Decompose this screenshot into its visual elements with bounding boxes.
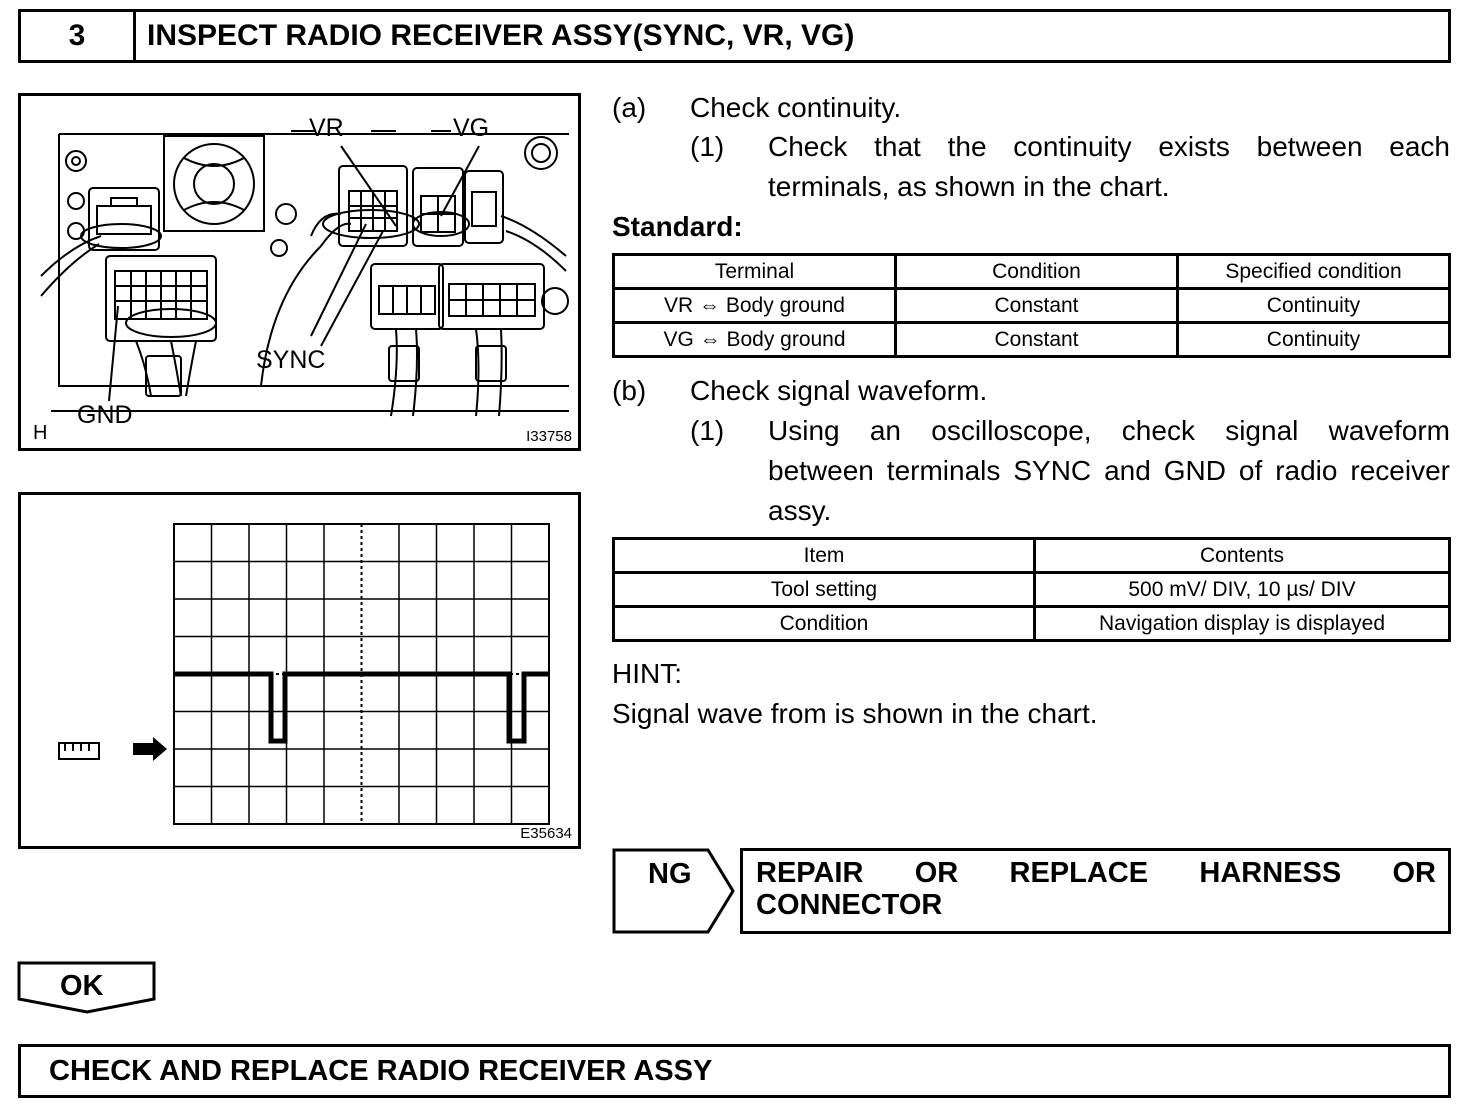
hint-label: HINT: — [612, 658, 682, 689]
connector-figure: VR VG SYNC GND H I33758 — [18, 93, 581, 451]
table-header: Contents — [1033, 537, 1451, 574]
label-gnd: GND — [77, 401, 133, 429]
label-vg: VG — [453, 114, 490, 142]
final-step-box: CHECK AND REPLACE RADIO RECEIVER ASSY — [18, 1044, 1451, 1098]
hint-text: Signal wave from is shown in the chart. — [612, 698, 1098, 729]
step-title: INSPECT RADIO RECEIVER ASSY(SYNC, VR, VG… — [147, 19, 855, 52]
waveform-figure: E35634 — [18, 492, 581, 849]
step-a1-marker: (1) — [690, 131, 725, 162]
step-a-marker: (a) — [612, 92, 647, 123]
table-row: VG ⇔ Body ground Constant Continuity — [612, 321, 1451, 358]
oscilloscope-screen — [58, 523, 550, 825]
table-cell: Condition — [612, 605, 1036, 642]
table-row: VR ⇔ Body ground Constant Continuity — [612, 287, 1451, 324]
ng-action-line2: CONNECTOR — [756, 889, 943, 921]
continuity-table: Terminal Condition Specified condition V… — [612, 253, 1451, 358]
ok-label: OK — [60, 970, 104, 1002]
table-row: Condition Navigation display is displaye… — [612, 605, 1451, 642]
label-sync: SYNC — [256, 346, 326, 374]
table-header: Condition — [894, 253, 1179, 290]
step-number: 3 — [21, 12, 136, 60]
probe-icon — [58, 742, 100, 760]
step-b-marker: (b) — [612, 375, 647, 406]
waveform-table: Item Contents Tool setting 500 mV/ DIV, … — [612, 537, 1451, 642]
radio-receiver-illustration — [40, 130, 569, 417]
table-cell: Constant — [894, 287, 1179, 324]
label-corner: H — [33, 422, 48, 444]
table-cell: Constant — [894, 321, 1179, 358]
waveform-trace — [174, 671, 549, 744]
table-cell: Tool setting — [612, 571, 1036, 608]
ok-arrow-shape — [17, 961, 156, 1014]
table-header: Specified condition — [1176, 253, 1451, 290]
standard-label: Standard: — [612, 211, 743, 242]
label-vr: VR — [309, 114, 344, 142]
table-cell: VG ⇔ Body ground — [612, 321, 897, 358]
table-cell: VR ⇔ Body ground — [612, 287, 897, 324]
table-header-row: Item Contents — [612, 537, 1451, 574]
table-cell: Continuity — [1176, 321, 1451, 358]
table-row: Tool setting 500 mV/ DIV, 10 µs/ DIV — [612, 571, 1451, 608]
figure-code: I33758 — [526, 428, 572, 445]
table-cell: Continuity — [1176, 287, 1451, 324]
table-header-row: Terminal Condition Specified condition — [612, 253, 1451, 290]
table-header: Terminal — [612, 253, 897, 290]
ng-action-box: REPAIR OR REPLACE HARNESS OR CONNECTOR — [740, 848, 1451, 934]
step-b1-text: Using an oscilloscope, check signal wave… — [768, 415, 1450, 526]
table-header: Item — [612, 537, 1036, 574]
ng-action-line1: REPAIR OR REPLACE HARNESS OR — [756, 857, 1436, 889]
step-b1-marker: (1) — [690, 415, 725, 446]
step-header: 3 INSPECT RADIO RECEIVER ASSY(SYNC, VR, … — [18, 9, 1451, 63]
ng-label: NG — [648, 858, 692, 890]
table-cell: 500 mV/ DIV, 10 µs/ DIV — [1033, 571, 1451, 608]
final-step-text: CHECK AND REPLACE RADIO RECEIVER ASSY — [49, 1055, 713, 1087]
arrow-right-icon — [133, 737, 167, 761]
table-cell: Navigation display is displayed — [1033, 605, 1451, 642]
ng-arrow-shape — [612, 848, 735, 934]
figure-code: E35634 — [520, 825, 572, 842]
step-b-text: Check signal waveform. — [690, 375, 988, 406]
step-a1-text: Check that the continuity exists between… — [768, 131, 1450, 202]
step-a-text: Check continuity. — [690, 92, 902, 123]
